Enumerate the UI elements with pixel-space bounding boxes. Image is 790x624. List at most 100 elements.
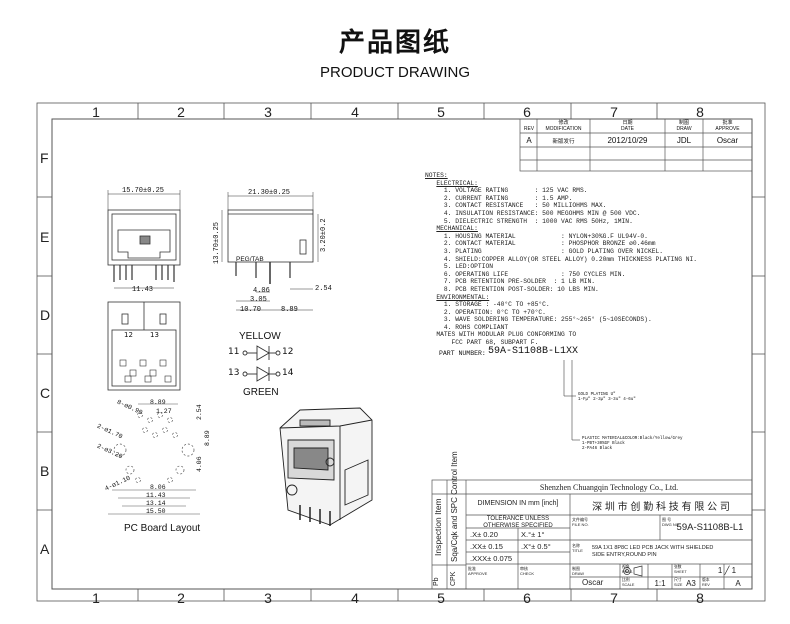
dim-3-05: 3.05: [250, 296, 267, 304]
gold-plating-note: GOLD PLATING U"1-Fµ" 2-3µ" 3-3u" 4-6u": [578, 393, 636, 402]
grid-col-6-bottom: 6: [523, 590, 531, 606]
company-name-en: Shenzhen Chuangqin Technology Co., Ltd.: [539, 483, 679, 492]
part-number-value: 59A-S1108B-L1XX: [488, 346, 579, 357]
side-view: [221, 192, 319, 311]
rev-approve: Oscar: [716, 136, 739, 145]
rev-value: A: [526, 136, 532, 145]
dwg-no-value: 59A-S1108B-L1: [676, 522, 744, 533]
grid-row-f: F: [40, 150, 49, 166]
grid-col-3-bottom: 3: [264, 590, 272, 606]
dimension-unit: DIMENSION IN mm [inch]: [477, 500, 559, 507]
grid-col-6: 6: [523, 104, 531, 120]
notes-mechanical-title: MECHANICAL:: [436, 225, 478, 233]
peg-tab-label: PEG/TAB: [236, 256, 264, 263]
company-name-cn: 深 圳 市 创 勤 科 技 有 限 公 司: [592, 502, 730, 513]
page-title-en: PRODUCT DRAWING: [320, 64, 470, 81]
led-green-symbol: [242, 366, 281, 382]
front-view: [107, 190, 181, 289]
rev-modification: 新版发行: [552, 139, 575, 145]
grid-col-1: 1: [92, 104, 100, 120]
dim-side-height: 13.70±0.25: [213, 221, 221, 264]
part-number-label: PART NUMBER:: [439, 350, 486, 357]
pcb-dim-13-14: 13.14: [146, 500, 166, 507]
spc-control-label: Sqa/Cqk and SPC Control Item: [450, 451, 459, 562]
grid-col-7-bottom: 7: [610, 590, 618, 606]
grid-col-3: 3: [264, 104, 272, 120]
grid-col-2-bottom: 2: [177, 590, 185, 606]
grid-row-b: B: [40, 463, 50, 479]
size-value: A3: [686, 579, 696, 588]
led-pin-14: 14: [282, 368, 294, 378]
led-pin-11: 11: [228, 347, 240, 357]
bottom-pin-13: 13: [150, 331, 159, 339]
grid-col-8: 8: [696, 104, 704, 120]
pcb-dim-4-06v: 4.06: [196, 456, 203, 472]
rev-draw: JDL: [676, 136, 692, 145]
rev-date: 2012/10/29: [607, 136, 648, 145]
led-yellow-symbol: [242, 345, 281, 361]
pcb-layout: [108, 403, 200, 515]
pcb-layout-label: PC Board Layout: [124, 523, 201, 534]
tolerance-x: .X± 0.20: [470, 530, 498, 539]
bottom-pin-12: 12: [124, 331, 133, 339]
dim-front-width: 15.70±0.25: [122, 187, 165, 195]
dim-side-right: 3.20±0.2: [320, 218, 328, 252]
grid-row-e: E: [40, 229, 50, 245]
pcb-dim-8-89v: 8.89: [204, 430, 211, 446]
pcb-dim-2-54: 2.54: [196, 404, 203, 420]
sheet-value: 1 ╱ 1: [717, 566, 737, 575]
tolerance-xxx: .XXX± 0.075: [470, 554, 513, 563]
grid-col-1-bottom: 1: [92, 590, 100, 606]
cpk-label: CPK: [450, 571, 457, 586]
notes-electrical-title: ELECTRICAL:: [436, 179, 478, 187]
pcb-dim-11-43: 11.43: [146, 492, 166, 499]
grid-col-5-bottom: 5: [437, 590, 445, 606]
pcb-dim-1-27: 1.27: [156, 408, 172, 415]
dim-2-54: 2.54: [315, 285, 332, 293]
grid-row-a: A: [40, 541, 50, 557]
iso-view: [279, 407, 373, 526]
draw-name: Oscar: [582, 578, 604, 587]
pcb-dim-15-50: 15.50: [146, 508, 166, 515]
led-green-label: GREEN: [243, 387, 279, 398]
dim-4-06: 4.06: [253, 287, 270, 295]
notes-title: NOTES:: [425, 172, 448, 179]
plastic-material-note: PLASTIC MATERIAL&COLOR:Black/Yellow/Grey…: [582, 437, 683, 451]
rev-header-rev: REV: [523, 126, 535, 132]
projection-symbol: [623, 565, 643, 577]
notes-block: NOTES: ELECTRICAL: 1. VOLTAGE RATING : 1…: [425, 172, 698, 347]
grid-col-7: 7: [610, 104, 618, 120]
scale-value: 1:1: [654, 579, 666, 588]
dim-side-width: 21.30±0.25: [248, 189, 291, 197]
grid-col-5: 5: [437, 104, 445, 120]
led-pin-12: 12: [282, 347, 294, 357]
dim-10-70: 10.70: [240, 306, 262, 314]
grid-col-4: 4: [351, 104, 359, 120]
dim-front-pin: 11.43: [132, 286, 154, 294]
notes-environmental-title: ENVIRONMENTAL:: [436, 293, 490, 301]
grid-row-d: D: [40, 307, 51, 323]
led-yellow-label: YELLOW: [239, 331, 281, 342]
grid-col-2: 2: [177, 104, 185, 120]
grid-col-4-bottom: 4: [351, 590, 359, 606]
angle-tolerance-2: .X°± 0.5°: [521, 542, 551, 551]
page-title-cn: 产品图纸: [338, 28, 451, 58]
grid-col-8-bottom: 8: [696, 590, 704, 606]
pcb-dim-8-89: 8.89: [150, 399, 166, 406]
bottom-view: [107, 301, 181, 391]
